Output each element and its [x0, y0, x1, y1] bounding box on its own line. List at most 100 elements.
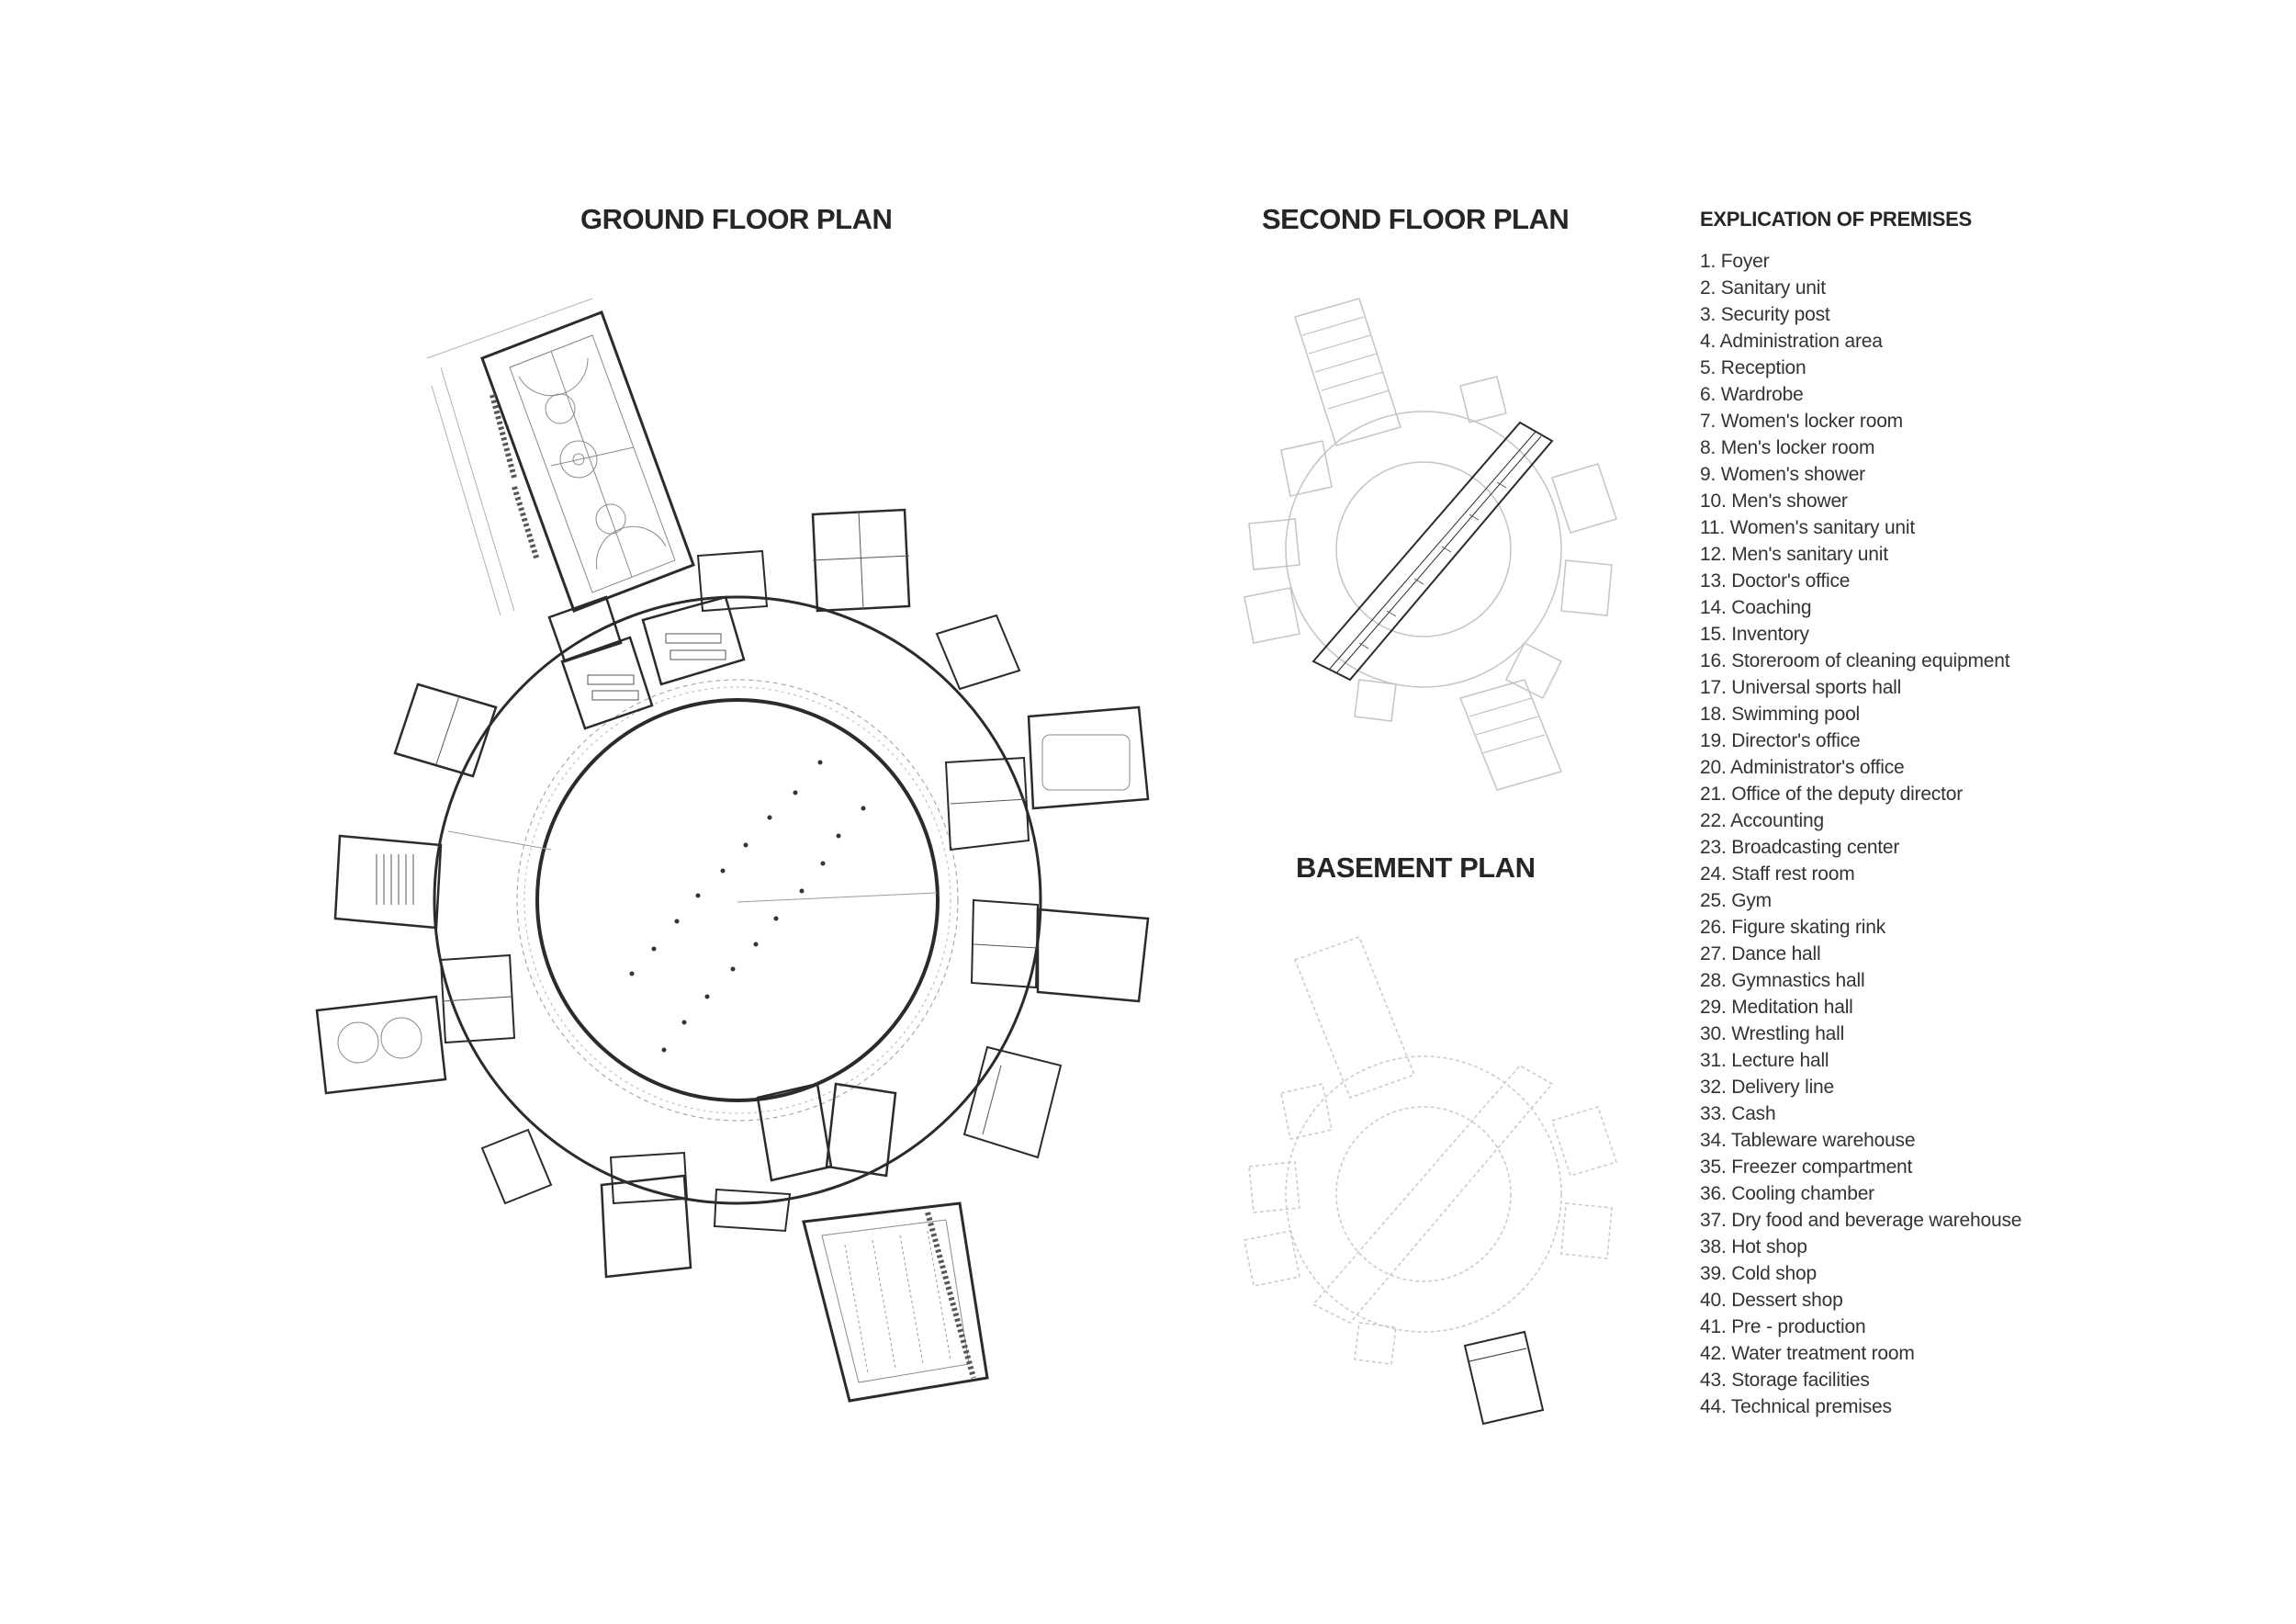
legend-item: 29. Meditation hall [1700, 997, 1853, 1018]
ground-dance-locker [970, 898, 1040, 989]
legend-item: 9. Women's shower [1700, 464, 1865, 485]
second-wing-left-2 [1244, 587, 1300, 644]
second-bleacher-top-left [1294, 298, 1401, 446]
second-wing-right-2 [1560, 559, 1613, 616]
legend-list: 1. Foyer 2. Sanitary unit 3. Security po… [1700, 248, 2214, 1420]
legend-item: 33. Cash [1700, 1103, 1776, 1124]
legend-item: 32. Delivery line [1700, 1077, 1834, 1098]
legend-item: 16. Storeroom of cleaning equipment [1700, 650, 2010, 671]
basement-wing-right-1 [1551, 1106, 1617, 1177]
ground-gym-dash-lines [844, 1230, 951, 1374]
legend-item: 14. Coaching [1700, 597, 1812, 618]
basement-wing-right-2 [1560, 1202, 1613, 1259]
ground-pool-locker [944, 756, 1030, 851]
legend-item: 25. Gym [1700, 890, 1772, 911]
legend-item: 1. Foyer [1700, 251, 1770, 272]
legend-item: 2. Sanitary unit [1700, 277, 1826, 299]
basement-inner-ring [1335, 1106, 1512, 1282]
second-wing-right-1 [1551, 463, 1617, 534]
ground-radius-line [737, 892, 938, 903]
ground-room-se-1 [962, 1045, 1063, 1159]
legend-item: 23. Broadcasting center [1700, 837, 1900, 858]
second-bleacher-bottom [1458, 679, 1563, 791]
basement-diagonal [1311, 1065, 1554, 1324]
legend-item: 6. Wardrobe [1700, 384, 1804, 405]
legend-item: 41. Pre - production [1700, 1316, 1866, 1337]
legend-item: 28. Gymnastics hall [1700, 970, 1865, 991]
legend-item: 11. Women's sanitary unit [1700, 517, 1916, 538]
legend-item: 44. Technical premises [1700, 1396, 1892, 1417]
basement-wing-top-left [1294, 936, 1415, 1099]
legend-item: 40. Dessert shop [1700, 1290, 1843, 1311]
second-wing-right-3 [1504, 641, 1563, 700]
second-inner-ring [1335, 461, 1512, 637]
basement-outer-ring [1285, 1055, 1562, 1333]
ground-room-bottom-4 [600, 1174, 692, 1279]
ground-locker-benches-top [587, 633, 726, 701]
ground-outer-ring [433, 595, 1042, 1205]
ground-room-ne-small [935, 614, 1021, 691]
basement-wing-left-1 [1248, 1161, 1300, 1213]
legend-item: 18. Swimming pool [1700, 704, 1861, 725]
ground-arena-wall [535, 698, 940, 1102]
basement-plan-title: BASEMENT PLAN [1296, 851, 1536, 884]
ground-admin-cluster [811, 508, 911, 613]
ground-gymnastics-hall-wing [802, 1201, 989, 1403]
ground-room-bottom-3 [713, 1188, 792, 1233]
legend-item: 12. Men's sanitary unit [1700, 544, 1888, 565]
ground-floor-plan-title: GROUND FLOOR PLAN [580, 203, 893, 235]
ground-room-w-locker [439, 953, 516, 1044]
ground-column-dots [629, 760, 866, 1053]
legend-item: 26. Figure skating rink [1700, 917, 1885, 938]
legend-item: 10. Men's shower [1700, 491, 1848, 512]
ground-room-bottom-5 [609, 1151, 689, 1205]
legend-item: 22. Accounting [1700, 810, 1824, 831]
ground-swimming-pool-wing [1027, 705, 1150, 810]
ground-dance-hall-wing [1036, 908, 1150, 1003]
ground-room-top-4 [696, 549, 769, 613]
legend-item: 13. Doctor's office [1700, 570, 1851, 592]
legend-item: 42. Water treatment room [1700, 1343, 1915, 1364]
basement-technical-room [1463, 1330, 1545, 1426]
ground-room-top-2 [560, 636, 654, 730]
legend-item: 3. Security post [1700, 304, 1830, 325]
ground-lecture-hall-wing [333, 834, 443, 930]
second-wing-left-1 [1248, 518, 1300, 570]
legend-item: 39. Cold shop [1700, 1263, 1817, 1284]
basement-wing-left-3 [1280, 1083, 1333, 1140]
ground-floor-plan [315, 298, 1150, 1403]
ground-room-top-3 [641, 595, 746, 686]
ground-room-bottom-2 [825, 1082, 897, 1178]
ground-room-nw [393, 682, 498, 778]
legend-item: 15. Inventory [1700, 624, 1809, 645]
legend-item: 21. Office of the deputy director [1700, 784, 1964, 805]
basement-plan [1244, 936, 1617, 1365]
legend-item: 43. Storage facilities [1700, 1370, 1870, 1391]
legend-item: 19. Director's office [1700, 730, 1861, 751]
legend-item: 38. Hot shop [1700, 1236, 1807, 1257]
explication-legend: EXPLICATION OF PREMISES 1. Foyer 2. Sani… [1700, 208, 2214, 1420]
ground-room-top-1 [547, 595, 623, 663]
legend-item: 35. Freezer compartment [1700, 1156, 1913, 1178]
legend-item: 27. Dance hall [1700, 943, 1821, 964]
ground-pool-basin [1041, 734, 1131, 791]
legend-item: 17. Universal sports hall [1700, 677, 1902, 698]
ground-ring-dash-1 [516, 679, 959, 1122]
second-floor-plan [1244, 298, 1617, 791]
legend-item: 31. Lecture hall [1700, 1050, 1829, 1071]
ground-gym-hall-inner [821, 1219, 970, 1383]
ground-ring-dash-2 [523, 686, 951, 1114]
legend-item: 24. Staff rest room [1700, 863, 1855, 885]
legend-item: 30. Wrestling hall [1700, 1023, 1845, 1044]
ground-wrestling-hall-wing [315, 995, 447, 1095]
legend-item: 4. Administration area [1700, 331, 1883, 352]
second-wing-left-3 [1280, 440, 1333, 497]
legend-item: 34. Tableware warehouse [1700, 1130, 1916, 1151]
second-bleacher-rows-bottom [1469, 697, 1546, 754]
second-bleacher-rows-top [1301, 316, 1390, 410]
second-outer-ring [1285, 411, 1562, 688]
second-wing-bottom-1 [1354, 679, 1397, 722]
legend-title: EXPLICATION OF PREMISES [1700, 208, 1972, 231]
legend-item: 7. Women's locker room [1700, 411, 1903, 432]
